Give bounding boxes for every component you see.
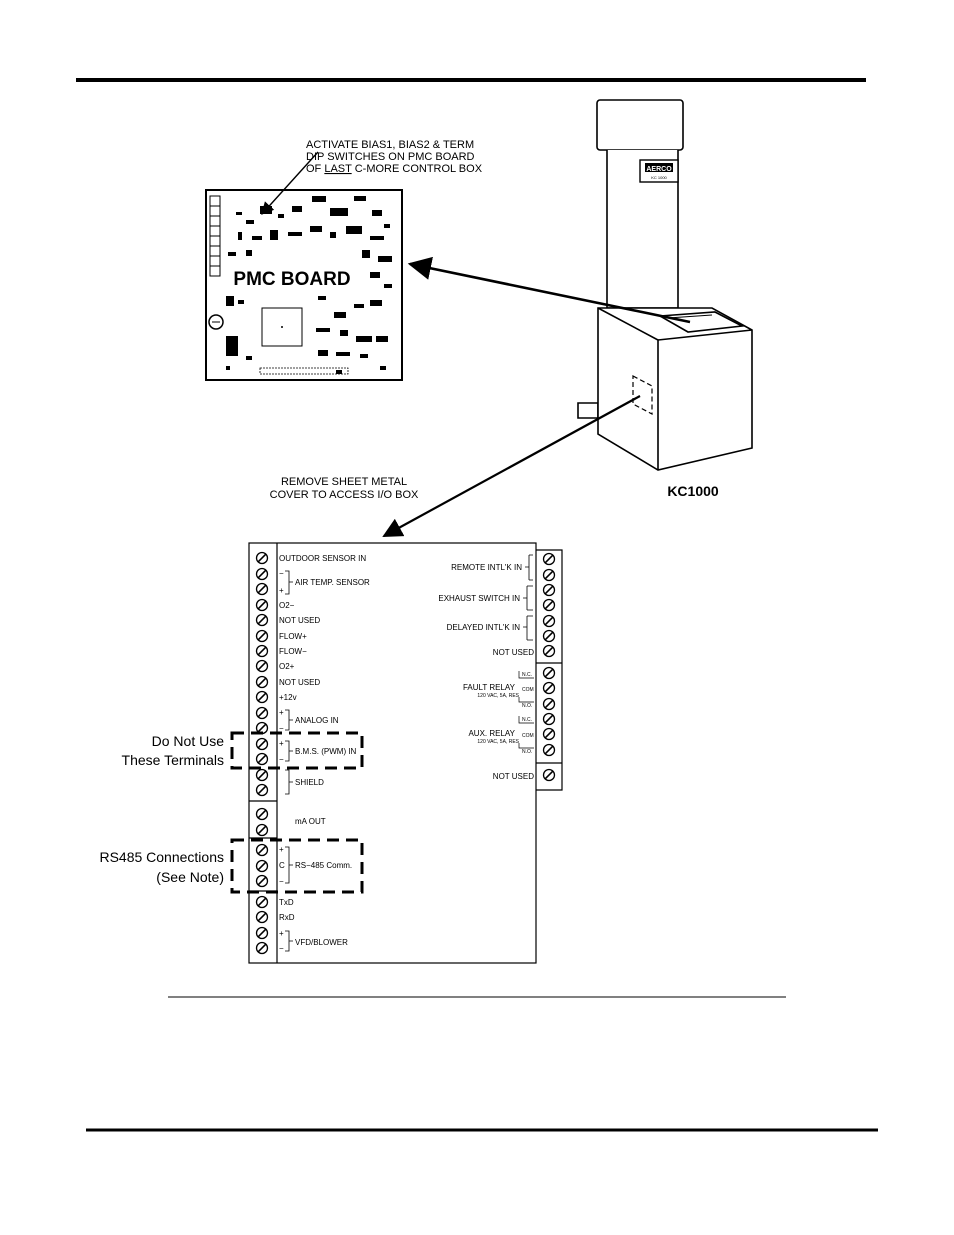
svg-text:O2−: O2− — [279, 601, 295, 610]
svg-text:NOT USED: NOT USED — [279, 616, 320, 625]
svg-text:N.C.: N.C. — [522, 717, 532, 723]
svg-text:N.O.: N.O. — [522, 703, 532, 709]
svg-text:FAULT RELAY: FAULT RELAY — [463, 683, 516, 692]
svg-text:COM: COM — [522, 687, 534, 693]
svg-text:AERCO: AERCO — [646, 166, 672, 173]
svg-text:EXHAUST SWITCH IN: EXHAUST SWITCH IN — [438, 594, 520, 603]
svg-text:−: − — [279, 944, 284, 953]
svg-text:OF LAST C-MORE CONTROL BOX: OF LAST C-MORE CONTROL BOX — [306, 163, 483, 175]
svg-text:+: + — [279, 586, 284, 595]
svg-text:+12v: +12v — [279, 693, 297, 702]
rs485-note: RS485 Connections (See Note) — [99, 849, 224, 885]
arrow-to-pmc-board — [407, 256, 691, 324]
kc1000-unit: AERCO KC 1000 — [577, 99, 753, 471]
dip-switch-callout: ACTIVATE BIAS1, BIAS2 & TERM DIP SWITCHE… — [261, 139, 483, 215]
svg-text:mA OUT: mA OUT — [295, 817, 326, 826]
svg-text:Do Not Use: Do Not Use — [152, 733, 225, 749]
svg-text:N.C.: N.C. — [522, 672, 532, 678]
svg-text:−: − — [279, 877, 284, 886]
svg-text:B.M.S. (PWM) IN: B.M.S. (PWM) IN — [295, 747, 357, 756]
pmc-board-label: PMC BOARD — [233, 269, 350, 290]
unit-model-label: KC1000 — [667, 483, 719, 499]
svg-text:FLOW−: FLOW− — [279, 647, 307, 656]
svg-text:DELAYED INTL'K IN: DELAYED INTL'K IN — [447, 623, 521, 632]
svg-text:These Terminals: These Terminals — [122, 752, 224, 768]
svg-text:DIP SWITCHES ON PMC BOARD: DIP SWITCHES ON PMC BOARD — [306, 151, 475, 163]
do-not-use-dashed-box — [230, 731, 364, 770]
svg-text:RS485 Connections: RS485 Connections — [99, 849, 224, 865]
svg-text:120 VAC, 5A, RES: 120 VAC, 5A, RES — [477, 693, 519, 699]
svg-text:−: − — [279, 755, 284, 764]
right-terminal-labels: REMOTE INTL'K IN EXHAUST SWITCH IN DELAY… — [438, 554, 534, 781]
svg-text:(See Note): (See Note) — [156, 869, 224, 885]
svg-text:NOT USED: NOT USED — [493, 648, 534, 657]
arrow-to-io-box — [382, 395, 641, 537]
svg-text:RS−485 Comm.: RS−485 Comm. — [295, 861, 352, 870]
svg-text:ACTIVATE BIAS1, BIAS2 & TERM: ACTIVATE BIAS1, BIAS2 & TERM — [306, 139, 474, 151]
svg-text:NOT USED: NOT USED — [279, 678, 320, 687]
svg-text:AIR TEMP. SENSOR: AIR TEMP. SENSOR — [295, 578, 370, 587]
svg-text:OUTDOOR SENSOR IN: OUTDOOR SENSOR IN — [279, 554, 366, 563]
right-terminal-screws — [542, 552, 556, 782]
svg-text:SHIELD: SHIELD — [295, 778, 324, 787]
svg-text:N.O.: N.O. — [522, 749, 532, 755]
left-terminal-labels: OUTDOOR SENSOR IN − + AIR TEMP. SENSOR O… — [279, 554, 370, 953]
svg-text:REMOVE SHEET METAL: REMOVE SHEET METAL — [281, 476, 407, 488]
svg-text:−: − — [279, 724, 284, 733]
svg-text:+: + — [279, 845, 284, 854]
svg-text:COVER TO ACCESS I/O BOX: COVER TO ACCESS I/O BOX — [270, 489, 419, 501]
svg-text:NOT USED: NOT USED — [493, 772, 534, 781]
svg-text:AUX. RELAY: AUX. RELAY — [468, 729, 515, 738]
svg-text:COM: COM — [522, 733, 534, 739]
svg-text:O2+: O2+ — [279, 662, 295, 671]
svg-text:REMOTE INTL'K IN: REMOTE INTL'K IN — [451, 563, 522, 572]
svg-text:VFD/BLOWER: VFD/BLOWER — [295, 938, 348, 947]
svg-text:ANALOG IN: ANALOG IN — [295, 716, 339, 725]
do-not-use-note: Do Not Use These Terminals — [122, 733, 225, 768]
svg-text:TxD: TxD — [279, 898, 294, 907]
svg-text:C: C — [279, 861, 285, 870]
svg-text:+: + — [279, 739, 284, 748]
remove-cover-callout: REMOVE SHEET METAL COVER TO ACCESS I/O B… — [270, 476, 419, 501]
pmc-board: PMC BOARD — [205, 189, 403, 381]
rs485-dashed-box — [230, 838, 364, 894]
svg-text:FLOW+: FLOW+ — [279, 632, 307, 641]
svg-text:120 VAC, 5A, RES: 120 VAC, 5A, RES — [477, 739, 519, 745]
svg-text:+: + — [279, 929, 284, 938]
svg-text:RxD: RxD — [279, 913, 295, 922]
svg-text:+: + — [279, 708, 284, 717]
svg-text:−: − — [279, 569, 284, 578]
svg-text:KC 1000: KC 1000 — [651, 175, 667, 180]
